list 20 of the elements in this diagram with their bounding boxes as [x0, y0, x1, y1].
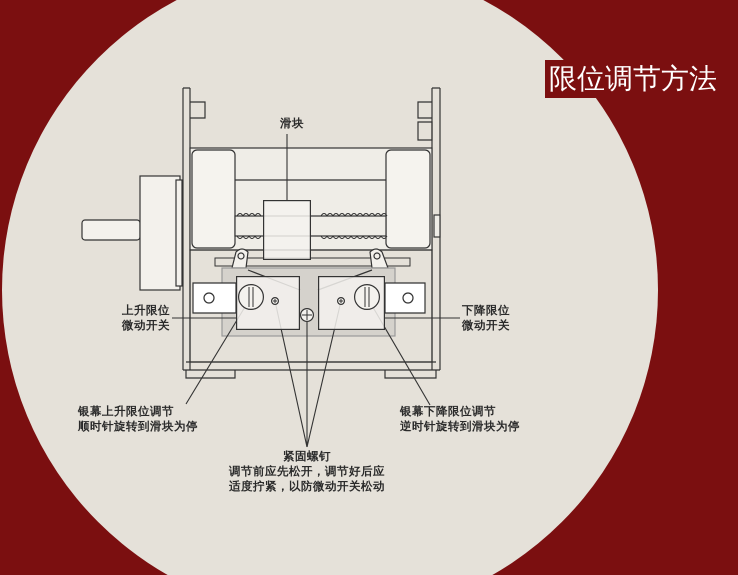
adjustment-knob	[238, 284, 264, 310]
fixing-screw	[337, 297, 345, 305]
fixing-screw	[271, 297, 279, 305]
leader-line	[286, 134, 288, 200]
part-label: 下降限位微动开关	[462, 303, 511, 333]
micro-switch	[236, 276, 300, 330]
leader-line	[306, 322, 308, 447]
note-text: 逆时针旋转到滑块为停	[400, 419, 521, 434]
note-heading: 银幕下降限位调节	[400, 404, 497, 419]
leader-line	[385, 317, 460, 319]
note-heading: 紧固螺钉	[282, 449, 332, 464]
note-heading: 银幕上升限位调节	[78, 404, 175, 419]
note-text: 顺时针旋转到滑块为停	[78, 419, 199, 434]
part-label: 滑块	[279, 116, 305, 131]
leader-line	[172, 317, 236, 319]
micro-switch	[318, 276, 385, 330]
note-text: 调节前应先松开，调节好后应适度拧紧，以防微动开关松动	[228, 464, 386, 494]
adjustment-knob	[354, 284, 380, 310]
part-label: 上升限位微动开关	[120, 303, 170, 333]
slider-block	[263, 200, 311, 260]
